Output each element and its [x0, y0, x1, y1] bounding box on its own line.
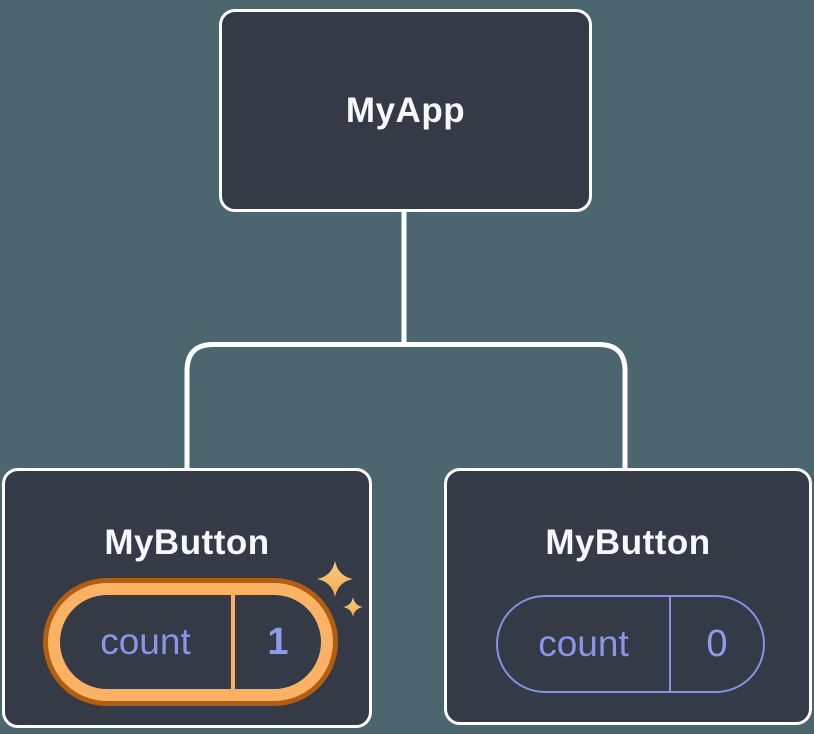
state-value: 1	[231, 595, 321, 689]
node-myapp-label: MyApp	[345, 90, 466, 130]
node-myapp: MyApp	[219, 9, 592, 212]
connector-branch	[184, 342, 628, 470]
node-mybutton-right: MyButton count 0	[444, 468, 812, 725]
state-pill-highlighted: count 1	[48, 583, 333, 701]
state-key: count	[538, 623, 629, 664]
node-mybutton-right-label: MyButton	[545, 523, 711, 562]
state-pill-normal: count 0	[496, 595, 765, 693]
node-mybutton-left-label: MyButton	[104, 523, 270, 562]
state-value: 0	[669, 597, 763, 691]
state-key: count	[100, 621, 191, 662]
node-mybutton-left: MyButton count 1	[2, 468, 372, 728]
